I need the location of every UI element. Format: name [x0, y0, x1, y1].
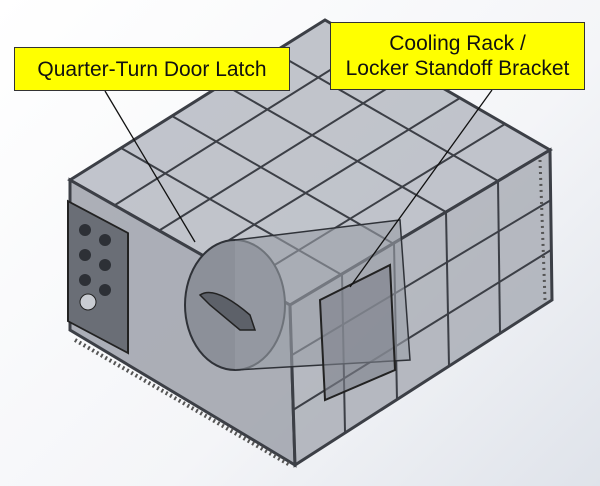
- bracket-callout-line1: Cooling Rack /: [389, 32, 526, 55]
- bracket-callout: Cooling Rack / Locker Standoff Bracket: [330, 22, 585, 90]
- bracket-callout-line2: Locker Standoff Bracket: [345, 57, 570, 80]
- door-latch: [198, 291, 257, 331]
- latch-callout: Quarter-Turn Door Latch: [14, 47, 290, 91]
- connector-panel: [67, 199, 129, 355]
- connectors: [79, 224, 111, 311]
- latch-leader-line: [104, 90, 196, 243]
- latch-callout-text: Quarter-Turn Door Latch: [37, 57, 267, 81]
- standoff-bracket: [318, 263, 397, 402]
- bracket-leader-line: [349, 89, 493, 288]
